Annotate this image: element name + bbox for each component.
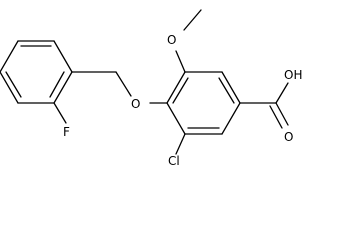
c-f-bond xyxy=(53,102,67,124)
carboxyl-oh-bond xyxy=(275,82,289,104)
benzoic-ring xyxy=(166,71,241,135)
c-cl-bond xyxy=(175,133,186,155)
carboxyl-oxygen-label: O xyxy=(284,130,293,144)
fluorobenzyl-ring xyxy=(0,40,73,104)
fluorine-label: F xyxy=(63,125,70,139)
methoxy-o-ch3-bond xyxy=(183,9,202,31)
chemical-structure-diagram: O O F Cl OH O xyxy=(0,9,302,168)
carboxyl-co-bond-1 xyxy=(275,102,289,126)
ether-oxygen-label: O xyxy=(131,97,140,111)
carboxyl-hydroxyl-label: OH xyxy=(284,68,302,82)
ch2-o-bond xyxy=(115,71,132,97)
methoxy-oxygen-label: O xyxy=(167,33,176,47)
chlorine-label: Cl xyxy=(168,154,180,168)
aryl-methoxy-o-bond xyxy=(175,50,186,73)
carboxyl-co-bond-2 xyxy=(269,105,283,129)
